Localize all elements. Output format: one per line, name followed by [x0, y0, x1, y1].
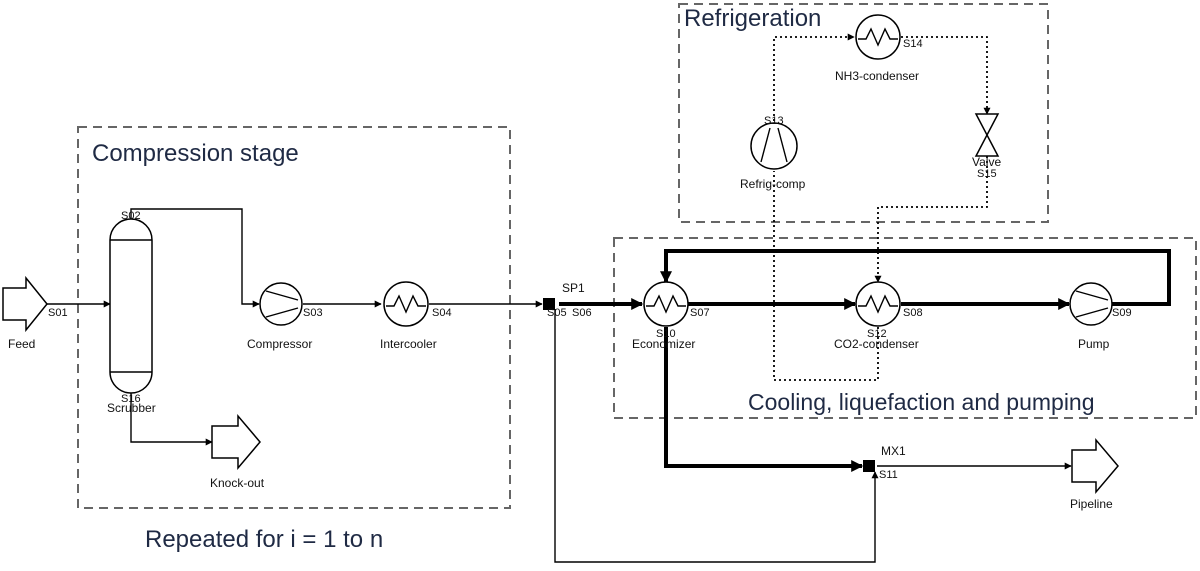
cooling-box	[613, 237, 1197, 419]
refrig-comp-label: Refrig-comp	[740, 177, 806, 191]
compressor-label: Compressor	[247, 337, 312, 351]
stream-label-s07: S07	[690, 307, 710, 319]
mixer-mx1-icon	[863, 460, 875, 472]
scrubber-label: Scrubber	[107, 401, 156, 415]
stream-label-s05: S05	[547, 307, 567, 319]
stream-label-s16: S16	[121, 393, 141, 405]
nh3-condenser-icon	[855, 14, 901, 60]
stream-label-s12: S12	[867, 328, 887, 340]
stream-label-s09: S09	[1112, 307, 1132, 319]
intercooler-label: Intercooler	[380, 337, 437, 351]
stream-s15	[874, 156, 988, 283]
compressor-icon	[259, 282, 303, 326]
scrubber-column-icon	[109, 218, 153, 394]
repeat-note: Repeated for i = 1 to n	[145, 526, 383, 553]
stream-label-s10: S10	[656, 328, 676, 340]
feed-label: Feed	[8, 337, 35, 351]
refrigeration-title: Refrigeration	[684, 5, 821, 32]
stream-label-s04: S04	[432, 307, 452, 319]
stream-label-s14: S14	[903, 38, 923, 50]
co2-condenser-icon	[855, 281, 901, 327]
pipeline-label: Pipeline	[1070, 497, 1113, 511]
stream-label-s06: S06	[572, 307, 592, 319]
co2-condenser-label: CO2-condenser	[834, 337, 919, 351]
feed-arrow-icon	[2, 275, 48, 333]
valve-label: Valve	[972, 155, 1001, 169]
stream-label-s02: S02	[121, 210, 141, 222]
stream-label-s01: S01	[48, 307, 68, 319]
stream-s05	[554, 309, 879, 563]
stream-s10	[664, 327, 864, 472]
stream-s16	[130, 392, 213, 446]
pump-label: Pump	[1078, 337, 1110, 351]
stream-s14	[901, 36, 991, 115]
stream-s12	[773, 171, 879, 381]
stream-label-s03: S03	[303, 307, 323, 319]
knockout-label: Knock-out	[210, 476, 265, 490]
valve-icon	[974, 113, 1000, 157]
economizer-icon	[643, 281, 689, 327]
intercooler-icon	[383, 281, 429, 327]
stream-label-s11: S11	[879, 469, 898, 481]
stream-s02	[130, 208, 260, 308]
mixer-label: MX1	[881, 444, 906, 458]
stream-label-s08: S08	[903, 307, 923, 319]
compression-stage-title: Compression stage	[92, 140, 299, 167]
pump-icon	[1069, 282, 1113, 326]
stream-label-s15: S15	[977, 168, 997, 180]
refrig-compressor-icon	[750, 122, 798, 170]
cooling-title: Cooling, liquefaction and pumping	[748, 389, 1095, 415]
compression-stage-box	[77, 126, 511, 509]
stream-s09	[660, 249, 1171, 306]
knockout-arrow-icon	[211, 413, 261, 471]
economizer-label: Economizer	[632, 337, 695, 351]
stream-label-s13: S13	[764, 115, 784, 127]
splitter-sp1-icon	[543, 298, 555, 310]
refrigeration-box	[678, 3, 1049, 223]
splitter-label: SP1	[562, 281, 585, 295]
nh3-condenser-label: NH3-condenser	[835, 69, 919, 83]
pipeline-arrow-icon	[1071, 437, 1119, 495]
